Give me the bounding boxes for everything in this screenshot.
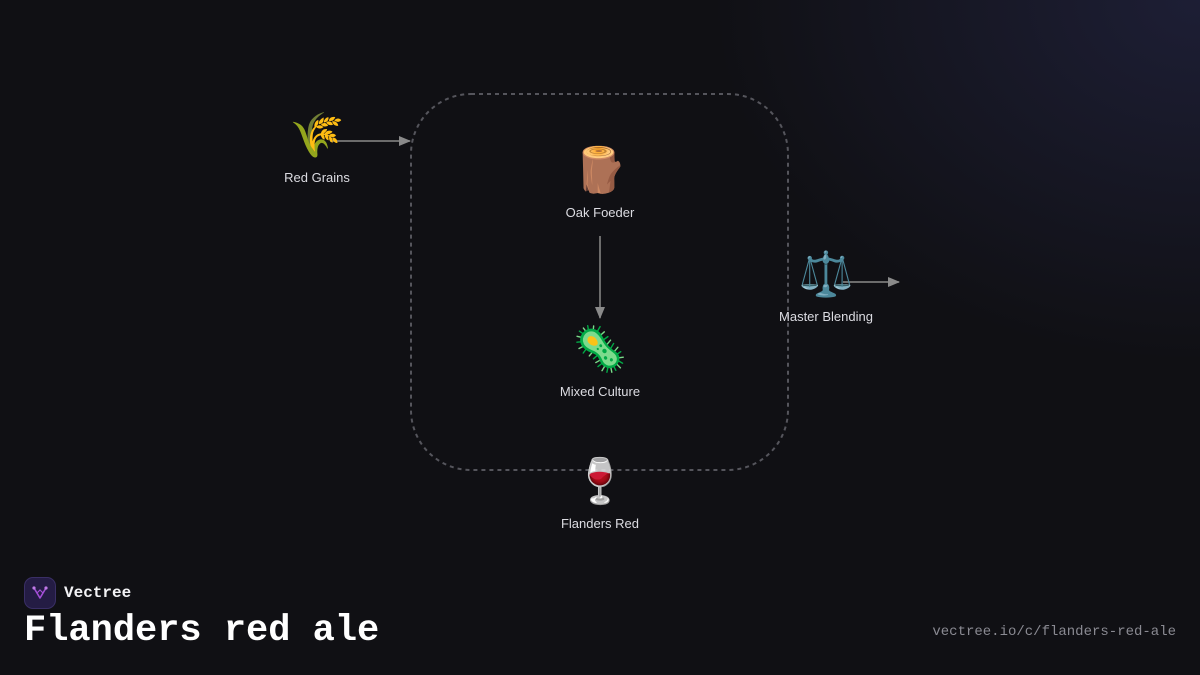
brand-name: Vectree	[64, 584, 132, 602]
page-url[interactable]: vectree.io/c/flanders-red-ale	[932, 624, 1176, 640]
node-label: Oak Foeder	[565, 205, 635, 220]
node-flanders-red[interactable]: 🍷 Flanders Red	[530, 454, 670, 531]
node-master-blending[interactable]: ⚖️ Master Blending	[756, 247, 896, 324]
wine-glass-icon: 🍷	[572, 456, 628, 507]
node-label: Flanders Red	[560, 516, 640, 531]
node-oak-foeder[interactable]: 🪵 Oak Foeder	[530, 143, 670, 220]
page-title: Flanders red ale	[24, 610, 380, 652]
node-red-grains[interactable]: 🌾 Red Grains	[247, 108, 387, 185]
node-mixed-culture[interactable]: 🦠 Mixed Culture	[530, 322, 670, 399]
node-label: Red Grains	[284, 170, 350, 185]
wood-log-icon: 🪵	[572, 145, 628, 196]
brand: Vectree	[24, 577, 131, 609]
node-label: Mixed Culture	[559, 384, 641, 399]
vectree-logo-icon	[24, 577, 56, 609]
wheat-icon: 🌾	[289, 110, 345, 161]
microbe-icon: 🦠	[572, 324, 628, 375]
node-label: Master Blending	[779, 309, 873, 324]
balance-scale-icon: ⚖️	[798, 249, 854, 300]
group-boundary	[410, 93, 789, 471]
